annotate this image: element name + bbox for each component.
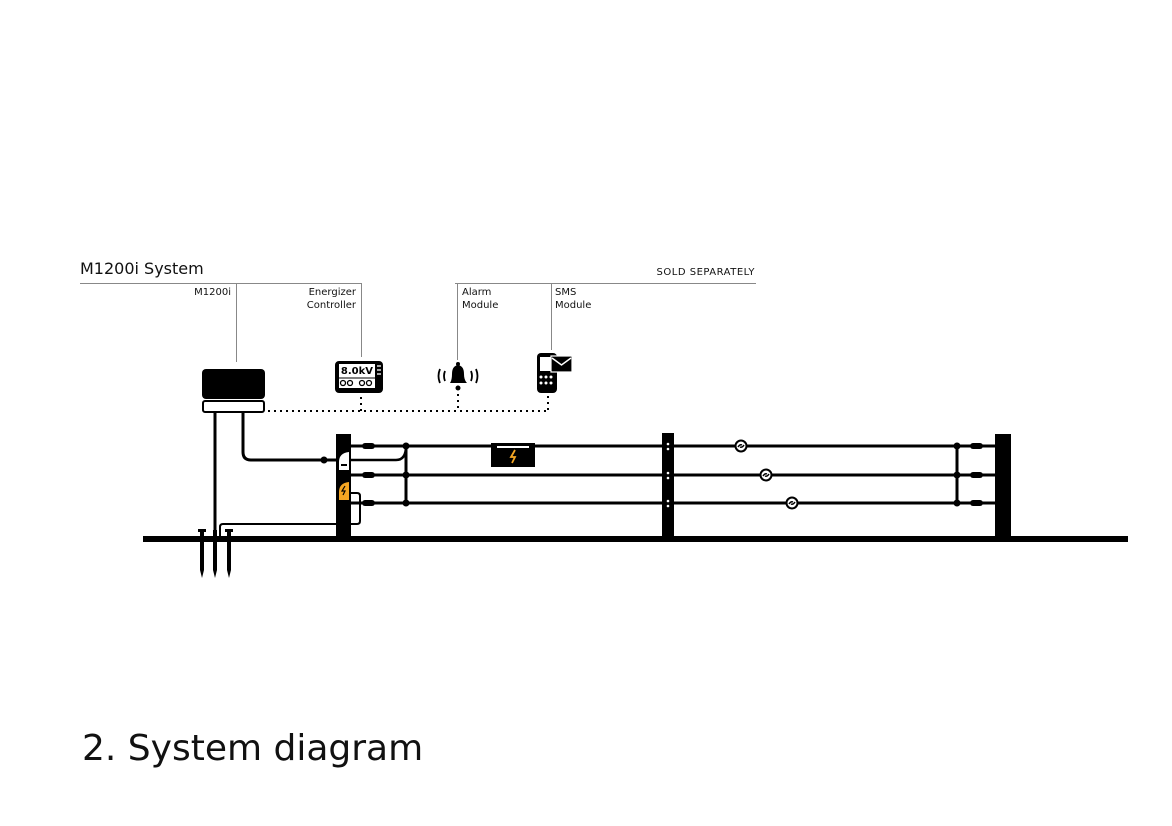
insulators <box>362 443 983 506</box>
energizer-icon <box>202 369 265 413</box>
system-title: M1200i System <box>80 259 204 278</box>
label-m1200i: M1200i <box>194 287 231 298</box>
battery-icon <box>491 443 535 467</box>
wire-junctions <box>402 442 961 507</box>
communication-link <box>268 394 549 412</box>
label-sms: SMS <box>555 287 576 298</box>
label-controller: Controller <box>307 300 357 311</box>
alarm-bell-icon <box>437 362 479 391</box>
wire-tensioners <box>734 439 799 510</box>
energizer-wiring <box>213 412 408 540</box>
sold-separately-label: SOLD SEPARATELY <box>657 267 756 278</box>
middle-post <box>662 433 674 538</box>
controller-icon: 8.0kV <box>335 361 383 393</box>
start-post <box>336 434 351 540</box>
junction-dot <box>320 456 328 464</box>
caption: 2. System diagram <box>82 728 423 769</box>
label-alarm: Alarm <box>462 287 491 298</box>
controller-display: 8.0kV <box>341 366 373 377</box>
ground-line <box>143 536 1128 542</box>
label-sms-module: Module <box>555 300 591 311</box>
leader-lines <box>80 283 756 362</box>
sms-phone-icon <box>537 353 573 393</box>
label-energizer: Energizer <box>309 287 357 298</box>
end-post <box>995 434 1011 538</box>
label-alarm-module: Module <box>462 300 498 311</box>
